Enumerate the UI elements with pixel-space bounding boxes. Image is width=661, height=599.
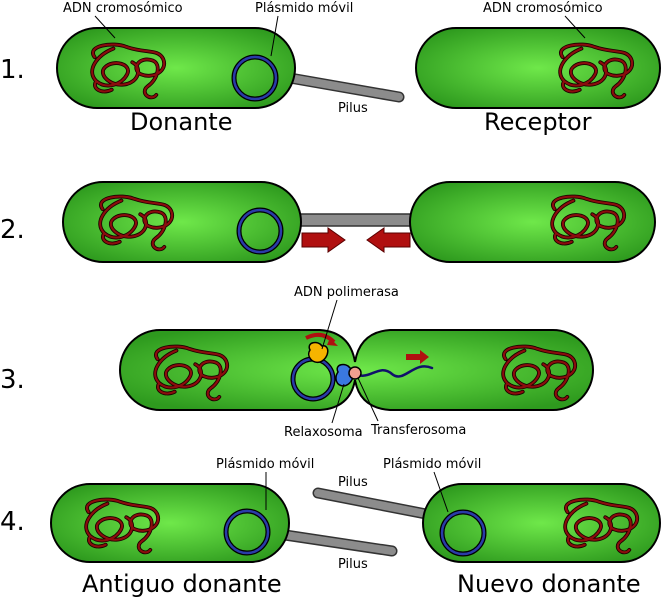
leader-chromosomal-dna-right [564, 15, 586, 39]
leader-mobile-plasmid-step1 [270, 15, 279, 57]
label-transferosome: Transferosoma [370, 423, 466, 438]
pilus-new-donor-step4 [312, 487, 432, 520]
label-dna-polymerase: ADN polimerasa [294, 285, 399, 300]
transferred-dna-strand [351, 365, 434, 378]
new-donor-cell [422, 483, 661, 563]
label-donor: Donante [130, 108, 232, 136]
plasmid-old-donor [223, 508, 271, 556]
arrow-left-icon [366, 227, 411, 253]
leader-relaxosome [331, 383, 345, 424]
transferosome-icon [348, 366, 362, 380]
pilus-step2 [295, 213, 417, 227]
label-mobile-plasmid-new-donor: Plásmido móvil [383, 457, 481, 472]
step-number-3: 3. [0, 365, 25, 395]
transfer-direction-arrow-icon [406, 350, 429, 364]
plasmid-donor-step2 [236, 207, 284, 255]
step-number-2: 2. [0, 215, 25, 245]
label-chromosomal-dna-left: ADN cromosómico [63, 1, 183, 16]
label-pilus-step1: Pilus [338, 101, 368, 116]
label-new-donor: Nuevo donante [457, 570, 641, 598]
leader-dna-polymerase [321, 299, 338, 350]
leader-transferosome [357, 377, 379, 422]
label-chromosomal-dna-right: ADN cromosómico [483, 1, 603, 16]
label-recipient: Receptor [484, 108, 592, 136]
leader-mobile-plasmid-new-donor [433, 471, 449, 513]
step-number-4: 4. [0, 507, 25, 537]
label-mobile-plasmid-step1: Plásmido móvil [255, 1, 353, 16]
pilus-step1 [284, 72, 405, 103]
plasmid-donor-step1 [231, 54, 279, 102]
polymerase-arrow-head [327, 338, 338, 346]
plasmid-new-donor [439, 509, 487, 557]
label-mobile-plasmid-old-donor: Plásmido móvil [216, 457, 314, 472]
label-old-donor: Antiguo donante [82, 570, 282, 598]
label-pilus-step4-upper: Pilus [338, 475, 368, 490]
dna-polymerase-icon [308, 341, 329, 364]
label-relaxosome: Relaxosoma [284, 425, 363, 440]
label-pilus-step4-lower: Pilus [338, 557, 368, 572]
pilus-old-donor-step4 [279, 529, 398, 557]
leader-chromosomal-dna-left [94, 15, 116, 39]
step-number-1: 1. [0, 55, 25, 85]
arrow-right-icon [301, 227, 346, 253]
